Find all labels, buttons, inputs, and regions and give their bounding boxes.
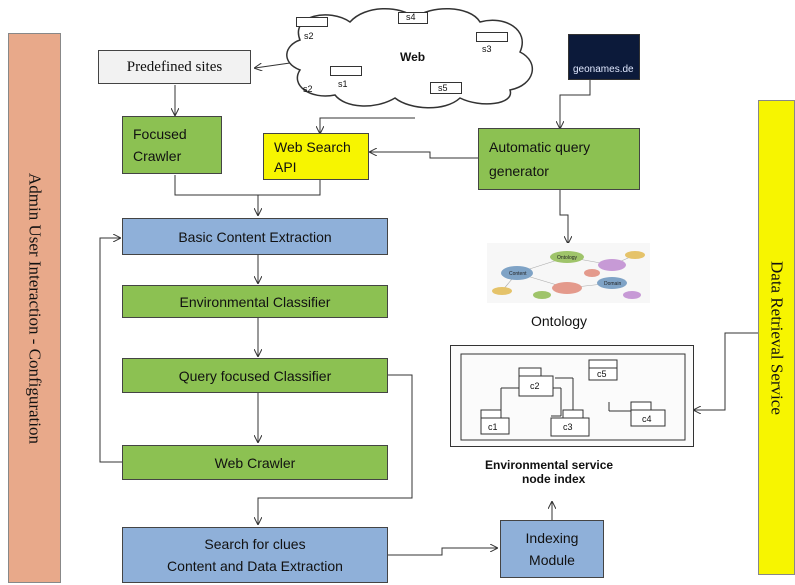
ontology-node xyxy=(492,287,512,295)
ontology-node-label: Ontology xyxy=(557,255,578,261)
ontology-node xyxy=(584,269,600,277)
admin-config-label: Admin User Interaction - Configuration xyxy=(25,172,45,444)
web-site-node xyxy=(398,12,428,24)
search-for-clues-label: Search for clues Content and Data Extrac… xyxy=(167,536,343,574)
ontology-node xyxy=(501,266,533,280)
ontology-graph: Ontology Content Domain xyxy=(492,251,645,299)
node-c5 xyxy=(588,359,618,369)
indexing-module-box: Indexing Module xyxy=(500,520,604,578)
predefined-sites-box: Predefined sites xyxy=(98,50,251,84)
predefined-sites-label: Predefined sites xyxy=(126,58,223,75)
geonames-label: geonames.de xyxy=(573,64,634,75)
web-site-node xyxy=(296,17,328,27)
ontology-node xyxy=(550,251,584,263)
web-cloud-shape xyxy=(286,7,534,109)
web-site-node xyxy=(476,32,508,42)
web-search-api-label: Web Search API xyxy=(274,138,351,175)
ontology-node xyxy=(533,291,551,299)
web-cloud-label: Web xyxy=(400,50,426,64)
search-for-clues-box: Search for clues Content and Data Extrac… xyxy=(122,527,388,583)
web-crawler-box: Web Crawler xyxy=(122,445,388,480)
node-c2 xyxy=(518,367,542,377)
web-site-node xyxy=(430,82,462,94)
web-site-label: s5 xyxy=(438,83,448,93)
focused-crawler-box: Focused Crawler xyxy=(122,116,222,174)
query-focused-classifier-box: Query focused Classifier xyxy=(122,358,388,393)
web-search-api-box: Web Search API xyxy=(263,133,369,180)
ontology-node xyxy=(597,277,627,289)
focused-crawler-label: Focused Crawler xyxy=(133,126,187,164)
node-c1 xyxy=(480,409,502,419)
web-crawler-label: Web Crawler xyxy=(214,454,296,471)
data-retrieval-label: Data Retrieval Service xyxy=(767,260,787,415)
node-label: c1 xyxy=(488,422,498,432)
web-site-label: s3 xyxy=(482,44,492,54)
ontology-node-label: Content xyxy=(509,271,527,277)
automatic-query-generator-label: Automatic query generator xyxy=(489,139,591,179)
web-site-node xyxy=(330,66,362,76)
web-site-label: s2 xyxy=(303,84,313,94)
web-site-label: s1 xyxy=(338,79,348,89)
basic-content-extraction-label: Basic Content Extraction xyxy=(178,228,332,245)
node-index-caption-line1: Environmental service xyxy=(485,458,614,472)
environmental-classifier-box: Environmental Classifier xyxy=(122,285,388,318)
environmental-classifier-label: Environmental Classifier xyxy=(179,293,331,310)
node-index-graph: c5 c2 c1 c3 c4 xyxy=(460,353,686,441)
admin-config-panel: Admin User Interaction - Configuration xyxy=(8,33,61,583)
data-retrieval-panel: Data Retrieval Service xyxy=(758,100,795,575)
web-site-label: s2 xyxy=(304,31,314,41)
ontology-node-label: Domain xyxy=(604,281,621,287)
query-focused-classifier-label: Query focused Classifier xyxy=(178,367,332,384)
node-label: c4 xyxy=(642,414,652,424)
automatic-query-generator-box: Automatic query generator xyxy=(478,128,640,190)
node-c4 xyxy=(630,401,652,411)
node-label: c2 xyxy=(530,381,540,391)
indexing-module-label: Indexing Module xyxy=(525,530,579,568)
ontology-node xyxy=(625,251,645,259)
ontology-node xyxy=(623,291,641,299)
ontology-node xyxy=(552,282,582,294)
node-index-panel: c5 c2 c1 c3 c4 xyxy=(450,345,694,447)
geonames-image: geonames.de xyxy=(568,34,640,80)
ontology-caption: Ontology xyxy=(531,313,588,329)
node-label: c3 xyxy=(563,422,573,432)
web-site-label: s4 xyxy=(406,12,416,22)
ontology-image: Ontology Content Domain xyxy=(487,243,650,303)
node-label: c5 xyxy=(597,369,607,379)
node-c3 xyxy=(562,409,584,419)
basic-content-extraction-box: Basic Content Extraction xyxy=(122,218,388,255)
ontology-node xyxy=(598,259,626,271)
node-index-caption-line2: node index xyxy=(522,472,586,486)
